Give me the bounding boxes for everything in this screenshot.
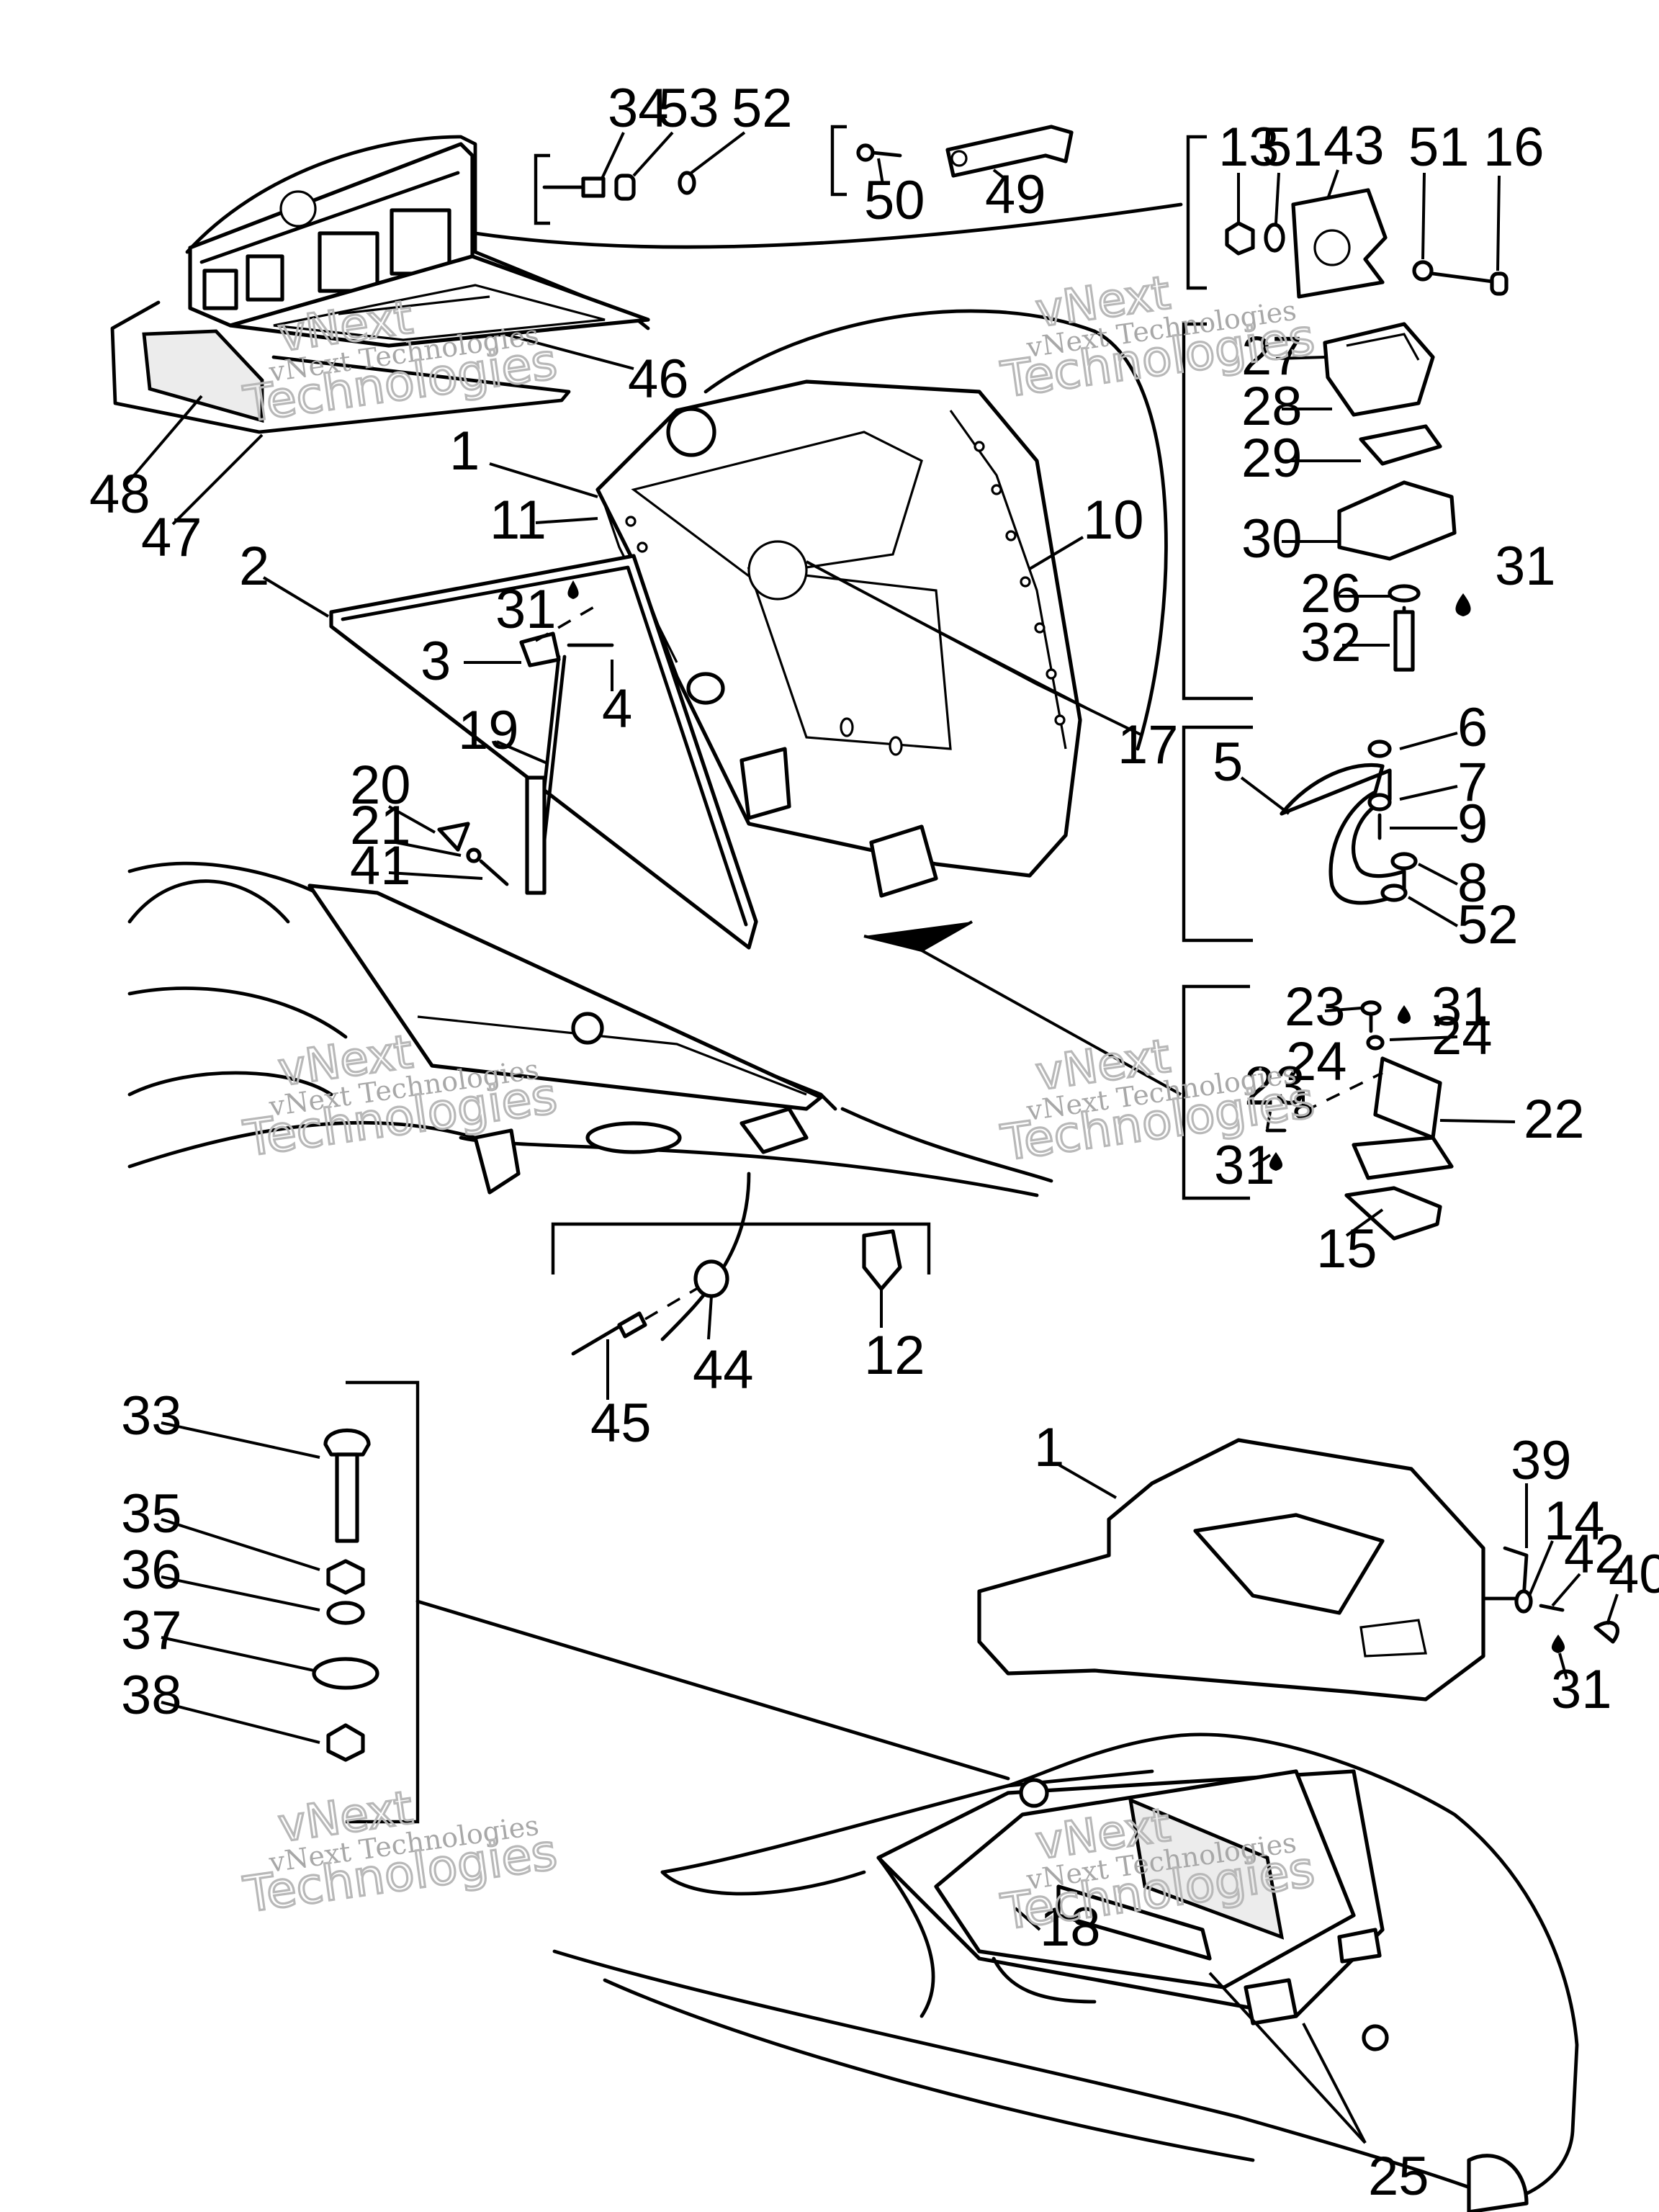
callout-26: 26: [1300, 563, 1362, 624]
callout-2: 2: [239, 536, 269, 597]
callout-20: 20: [350, 755, 411, 816]
callout-17: 17: [1118, 714, 1179, 775]
callout-48: 48: [89, 464, 150, 525]
callout-6: 6: [1457, 697, 1488, 758]
callout-5: 5: [1213, 732, 1243, 793]
craft-lower-scene: [552, 1438, 1619, 2212]
callout-11: 11: [490, 490, 547, 551]
callout-10: 10: [1083, 490, 1144, 551]
strut-lower-mount: [437, 822, 509, 886]
callout-labels: 34 53 52 50 49 13 51 43 51 16 46 48 47 2…: [89, 78, 1659, 2207]
gas-strut: [519, 580, 614, 895]
tray-mat: [110, 300, 571, 434]
hinge-group: [1182, 984, 1454, 1241]
callout-21: 21: [350, 795, 411, 856]
gasket-frame: [329, 554, 758, 950]
bolt-stack: [312, 1380, 1010, 1824]
callout-42: 42: [1564, 1524, 1625, 1585]
bracket-13-51-43-16: [1186, 135, 1509, 299]
callout-27: 27: [1241, 325, 1303, 387]
storage-tray-assembly: [185, 135, 1183, 348]
callout-31-hinge-bottom: 31: [1214, 1135, 1275, 1196]
callout-3: 3: [421, 631, 451, 692]
callout-51-left: 51: [1262, 117, 1323, 178]
callout-4: 4: [602, 678, 632, 739]
watermark-3: vNext Technologies vNext Technologies: [239, 1025, 562, 1169]
callout-1-top: 1: [449, 421, 480, 482]
bracket-50-49: [830, 125, 1074, 197]
storage-bin-group: [1182, 725, 1418, 943]
callout-31-latch: 31: [1495, 536, 1556, 597]
hood-cover: [595, 309, 1168, 878]
callout-14: 14: [1544, 1491, 1605, 1552]
callout-33: 33: [121, 1385, 182, 1447]
callout-23-top: 23: [1285, 976, 1346, 1038]
callout-31-bottom: 31: [1551, 1659, 1612, 1720]
callout-38: 38: [121, 1665, 182, 1726]
callout-35: 35: [121, 1483, 182, 1545]
callout-12: 12: [864, 1325, 925, 1386]
callout-50: 50: [864, 170, 925, 231]
callout-9: 9: [1457, 793, 1488, 855]
callout-25: 25: [1368, 2146, 1429, 2207]
callout-31-strut: 31: [495, 579, 557, 640]
leader-lines: [125, 131, 1619, 2144]
latch-assembly: [1182, 322, 1471, 701]
callout-16: 16: [1483, 117, 1545, 178]
callout-24-right: 24: [1431, 1005, 1493, 1066]
callout-23-left: 23: [1244, 1056, 1305, 1117]
callout-7: 7: [1457, 752, 1488, 813]
hood-hinges: [739, 747, 938, 898]
callout-13: 13: [1218, 117, 1280, 178]
callout-45: 45: [590, 1393, 652, 1454]
callout-28: 28: [1241, 376, 1303, 437]
callout-18: 18: [1040, 1897, 1101, 1958]
callout-40: 40: [1609, 1544, 1659, 1605]
callout-39: 39: [1511, 1430, 1572, 1491]
callout-52-top: 52: [732, 78, 793, 139]
callout-34: 34: [608, 78, 669, 139]
callout-22: 22: [1524, 1089, 1585, 1150]
callout-41: 41: [350, 835, 411, 896]
callout-19: 19: [458, 700, 519, 761]
bracket-34-53-52: [534, 153, 696, 225]
callout-1-bottom: 1: [1034, 1417, 1064, 1478]
callout-29: 29: [1241, 428, 1303, 489]
watermark-5: vNext Technologies vNext Technologies: [239, 1781, 562, 1925]
callout-15: 15: [1316, 1218, 1377, 1280]
callout-44: 44: [693, 1339, 754, 1401]
callout-30: 30: [1241, 508, 1303, 570]
callout-46: 46: [628, 349, 689, 410]
callout-24-left: 24: [1286, 1031, 1347, 1092]
seat-hull-scene: [127, 861, 1053, 1341]
fastener-group-44-45-12: [551, 1222, 931, 1356]
callout-37: 37: [121, 1600, 182, 1661]
callout-36: 36: [121, 1539, 182, 1601]
hood-seal-strip: [601, 410, 1067, 750]
callout-32: 32: [1300, 612, 1362, 673]
callout-8: 8: [1457, 853, 1488, 914]
callout-52-bin: 52: [1457, 894, 1519, 956]
callout-43: 43: [1323, 115, 1385, 176]
callout-31-hinge-top: 31: [1431, 976, 1493, 1038]
callout-47: 47: [141, 507, 202, 568]
callout-51-right: 51: [1408, 117, 1470, 178]
callout-53: 53: [658, 78, 719, 139]
callout-49: 49: [985, 164, 1046, 225]
